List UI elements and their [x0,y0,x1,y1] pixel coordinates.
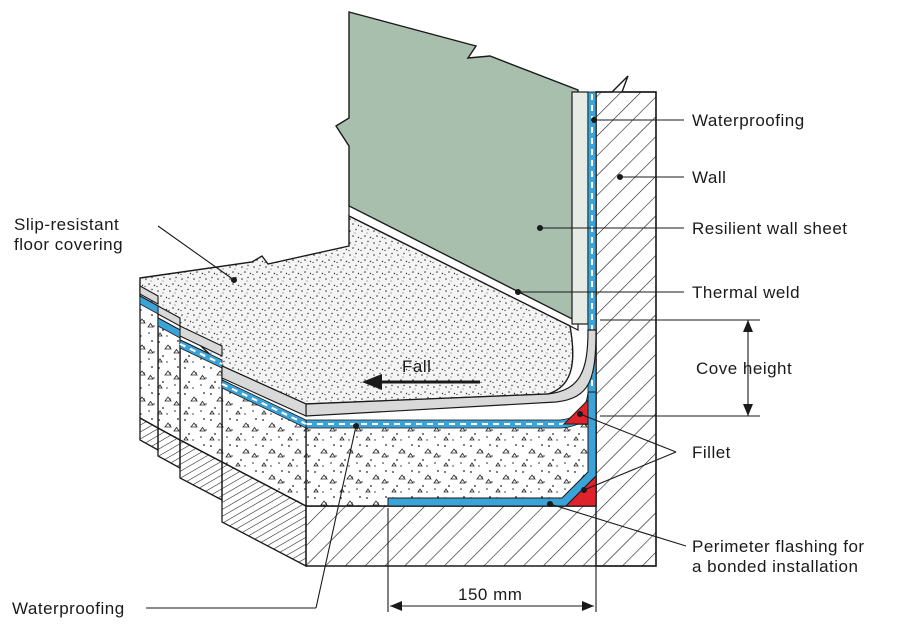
label-thermal-weld: Thermal weld [692,283,800,302]
label-resilient-wall-sheet: Resilient wall sheet [692,219,848,238]
label-perimeter-line1: Perimeter flashing for [692,537,865,556]
perimeter-flashing [387,391,597,507]
label-cove-height: Cove height [696,359,792,378]
fillet-upper [562,398,589,425]
label-wall: Wall [692,168,726,187]
sub-base-front [221,460,307,568]
sub-base-step-4 [139,416,159,452]
label-fillet: Fillet [692,443,731,462]
fall-arrow [362,374,480,390]
label-perimeter-line2: a bonded installation [692,557,858,576]
fillet-lower [564,474,597,507]
label-fall: Fall [402,357,431,376]
label-slip-line1: Slip-resistant [14,215,119,234]
floor-covering-edge [305,329,597,417]
label-slip-line2: floor covering [14,235,123,254]
label-waterproofing-top: Waterproofing [692,111,805,130]
wall-sheet-edge [571,91,589,325]
concrete-slab-section [305,423,597,507]
label-waterproofing-bottom: Waterproofing [12,599,125,618]
label-dimension-150: 150 mm [458,585,522,604]
leader-lines [146,116,760,612]
skirting-strip [348,205,579,331]
slab-step-4 [139,294,159,430]
